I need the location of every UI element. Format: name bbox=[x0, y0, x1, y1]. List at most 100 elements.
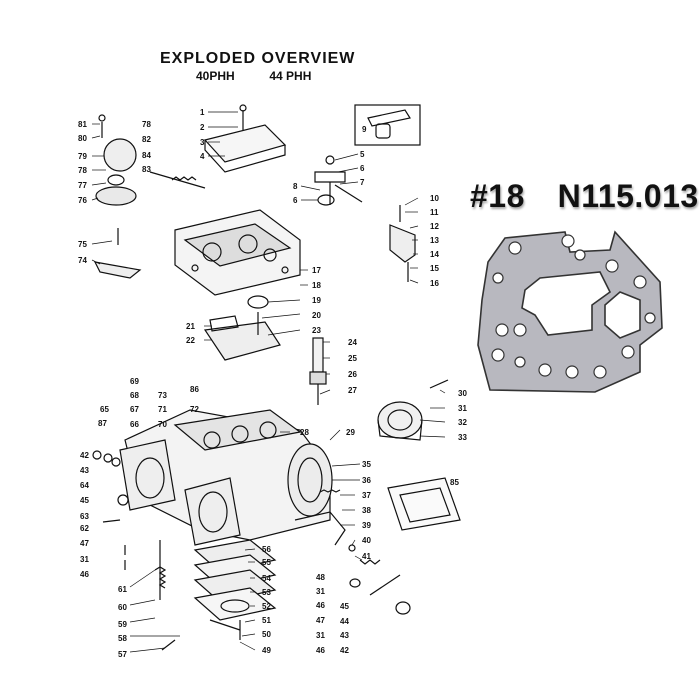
svg-text:31: 31 bbox=[316, 587, 325, 596]
svg-text:66: 66 bbox=[130, 420, 139, 429]
exploded-diagram: 81 80 79 78 77 76 75 74 78 82 84 83 1 2 … bbox=[78, 104, 467, 659]
svg-text:1: 1 bbox=[200, 108, 205, 117]
svg-text:54: 54 bbox=[262, 574, 271, 583]
svg-text:14: 14 bbox=[430, 250, 439, 259]
svg-text:43: 43 bbox=[80, 466, 89, 475]
svg-text:7: 7 bbox=[360, 178, 365, 187]
svg-text:18: 18 bbox=[312, 281, 321, 290]
svg-text:42: 42 bbox=[340, 646, 349, 655]
svg-text:13: 13 bbox=[430, 236, 439, 245]
svg-text:62: 62 bbox=[80, 524, 89, 533]
svg-text:47: 47 bbox=[80, 539, 89, 548]
svg-text:37: 37 bbox=[362, 491, 371, 500]
svg-text:53: 53 bbox=[262, 588, 271, 597]
svg-text:50: 50 bbox=[262, 630, 271, 639]
svg-text:46: 46 bbox=[316, 601, 325, 610]
svg-text:74: 74 bbox=[78, 256, 87, 265]
svg-text:9: 9 bbox=[362, 125, 367, 134]
part-callout: #18 bbox=[470, 178, 525, 214]
svg-text:73: 73 bbox=[158, 391, 167, 400]
svg-text:10: 10 bbox=[430, 194, 439, 203]
svg-text:11: 11 bbox=[430, 208, 439, 217]
svg-text:80: 80 bbox=[78, 134, 87, 143]
svg-text:55: 55 bbox=[262, 558, 271, 567]
svg-text:33: 33 bbox=[458, 433, 467, 442]
svg-text:67: 67 bbox=[130, 405, 139, 414]
svg-text:23: 23 bbox=[312, 326, 321, 335]
svg-text:49: 49 bbox=[262, 646, 271, 655]
svg-text:42: 42 bbox=[80, 451, 89, 460]
model-labels: 40PHH 44 PHH bbox=[196, 69, 311, 83]
svg-text:36: 36 bbox=[362, 476, 371, 485]
svg-text:58: 58 bbox=[118, 634, 127, 643]
svg-text:17: 17 bbox=[312, 266, 321, 275]
svg-text:48: 48 bbox=[316, 573, 325, 582]
svg-text:46: 46 bbox=[80, 570, 89, 579]
svg-text:12: 12 bbox=[430, 222, 439, 231]
svg-text:59: 59 bbox=[118, 620, 127, 629]
diagram-title: EXPLODED OVERVIEW bbox=[160, 50, 356, 67]
svg-text:57: 57 bbox=[118, 650, 127, 659]
svg-text:29: 29 bbox=[346, 428, 355, 437]
svg-text:60: 60 bbox=[118, 603, 127, 612]
svg-text:79: 79 bbox=[78, 152, 87, 161]
svg-text:81: 81 bbox=[78, 120, 87, 129]
svg-text:27: 27 bbox=[348, 386, 357, 395]
svg-text:68: 68 bbox=[130, 391, 139, 400]
svg-text:78: 78 bbox=[142, 120, 151, 129]
svg-text:39: 39 bbox=[362, 521, 371, 530]
svg-text:24: 24 bbox=[348, 338, 357, 347]
svg-text:31: 31 bbox=[80, 555, 89, 564]
svg-text:31: 31 bbox=[316, 631, 325, 640]
svg-text:78: 78 bbox=[78, 166, 87, 175]
svg-text:2: 2 bbox=[200, 123, 205, 132]
svg-text:46: 46 bbox=[316, 646, 325, 655]
model-label-40phh: 40PHH bbox=[196, 69, 235, 83]
svg-text:52: 52 bbox=[262, 602, 271, 611]
svg-text:76: 76 bbox=[78, 196, 87, 205]
svg-text:22: 22 bbox=[186, 336, 195, 345]
svg-text:35: 35 bbox=[362, 460, 371, 469]
svg-text:4: 4 bbox=[200, 152, 205, 161]
part-number: N115.013 bbox=[557, 178, 699, 214]
svg-text:38: 38 bbox=[362, 506, 371, 515]
svg-text:19: 19 bbox=[312, 296, 321, 305]
svg-text:5: 5 bbox=[360, 150, 365, 159]
svg-text:40: 40 bbox=[362, 536, 371, 545]
svg-text:72: 72 bbox=[190, 405, 199, 414]
svg-text:56: 56 bbox=[262, 545, 271, 554]
svg-text:16: 16 bbox=[430, 279, 439, 288]
svg-text:31: 31 bbox=[458, 404, 467, 413]
svg-text:3: 3 bbox=[200, 138, 205, 147]
svg-text:28: 28 bbox=[300, 428, 309, 437]
svg-text:6: 6 bbox=[293, 196, 298, 205]
part-number-heading: #18 N115.013 bbox=[470, 178, 699, 215]
svg-text:32: 32 bbox=[458, 418, 467, 427]
svg-text:65: 65 bbox=[100, 405, 109, 414]
inset-box-top bbox=[354, 104, 421, 146]
svg-text:51: 51 bbox=[262, 616, 271, 625]
svg-text:47: 47 bbox=[316, 616, 325, 625]
svg-text:86: 86 bbox=[190, 385, 199, 394]
svg-text:69: 69 bbox=[130, 377, 139, 386]
svg-text:21: 21 bbox=[186, 322, 195, 331]
svg-text:44: 44 bbox=[340, 617, 349, 626]
svg-text:71: 71 bbox=[158, 405, 167, 414]
svg-text:75: 75 bbox=[78, 240, 87, 249]
svg-text:6: 6 bbox=[360, 164, 365, 173]
svg-text:82: 82 bbox=[142, 135, 151, 144]
svg-text:63: 63 bbox=[80, 512, 89, 521]
svg-text:87: 87 bbox=[98, 419, 107, 428]
svg-text:85: 85 bbox=[450, 478, 459, 487]
svg-text:77: 77 bbox=[78, 181, 87, 190]
svg-text:83: 83 bbox=[142, 165, 151, 174]
model-label-44phh: 44 PHH bbox=[269, 69, 312, 83]
svg-text:8: 8 bbox=[293, 182, 298, 191]
svg-text:20: 20 bbox=[312, 311, 321, 320]
svg-text:84: 84 bbox=[142, 151, 151, 160]
svg-text:64: 64 bbox=[80, 481, 89, 490]
svg-text:45: 45 bbox=[340, 602, 349, 611]
svg-text:25: 25 bbox=[348, 354, 357, 363]
svg-text:45: 45 bbox=[80, 496, 89, 505]
svg-text:43: 43 bbox=[340, 631, 349, 640]
